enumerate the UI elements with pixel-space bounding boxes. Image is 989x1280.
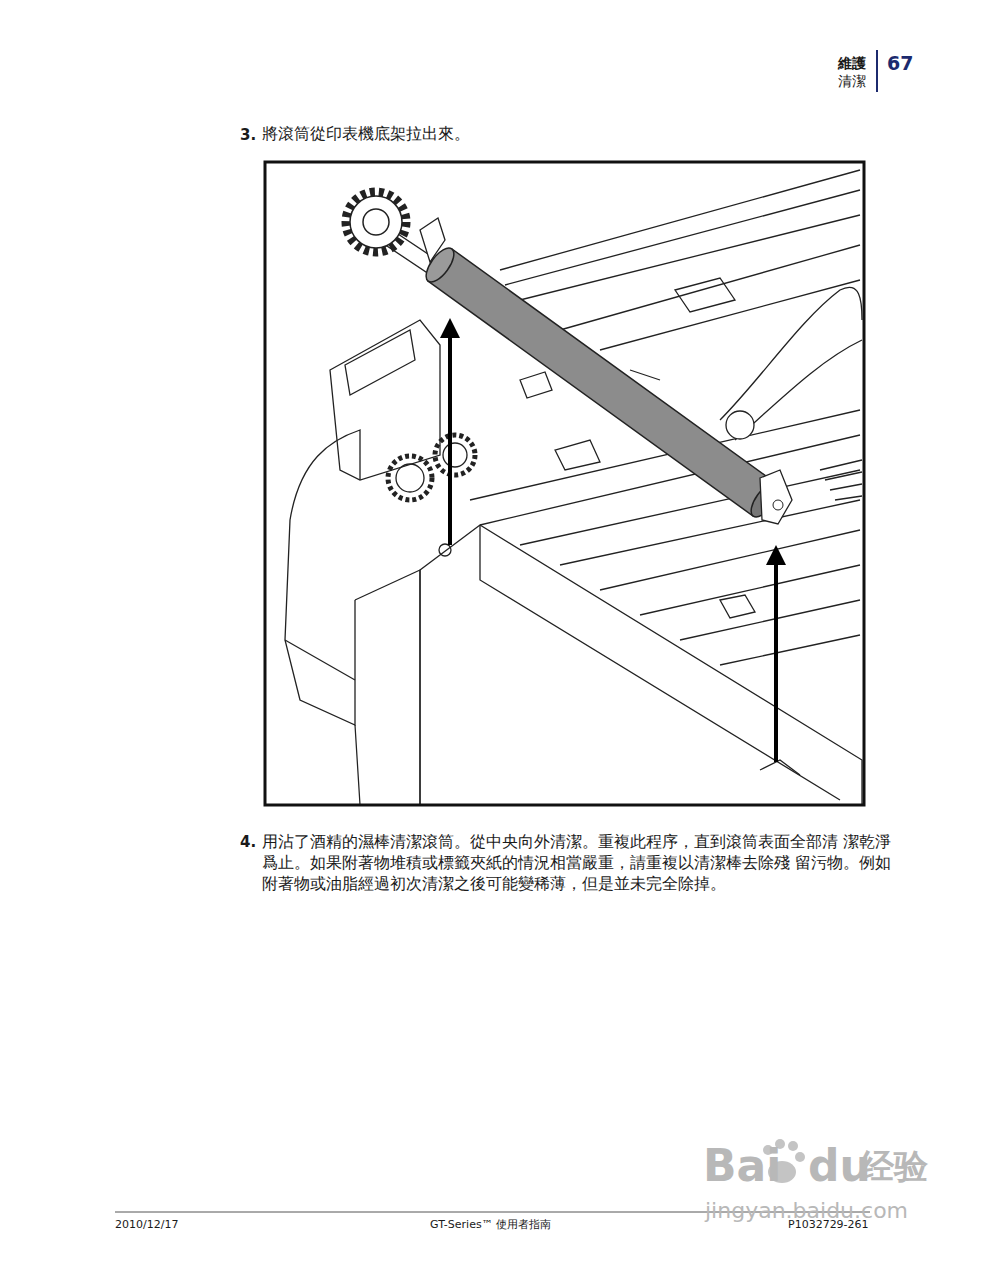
header-rule: [876, 50, 878, 92]
subsection-title: 清潔: [838, 73, 866, 90]
watermark: 经验: [860, 1146, 928, 1187]
footer-date: 2010/12/17: [115, 1218, 178, 1231]
watermark: jingyan.baidu.com: [705, 1198, 908, 1224]
lift-arrow: [448, 328, 452, 545]
page-number: 67: [887, 52, 913, 75]
lift-arrow: [774, 555, 778, 762]
footer-title: GT-Series™ 使用者指南: [430, 1218, 551, 1231]
watermark: Bai: [703, 1140, 781, 1193]
section-title: 維護: [838, 55, 866, 72]
printer-drawing: [285, 170, 862, 804]
figure-frame: [265, 162, 864, 805]
platen-roller: [346, 192, 792, 524]
step-number: 4.: [240, 833, 256, 851]
step-number: 3.: [240, 126, 256, 144]
step-text: 將滾筒從印表機底架拉出來。: [262, 124, 470, 143]
step-text: 用沾了酒精的濕棒清潔滾筒。從中央向外清潔。重複此程序，直到滾筒表面全部清 潔乾淨…: [262, 831, 892, 894]
